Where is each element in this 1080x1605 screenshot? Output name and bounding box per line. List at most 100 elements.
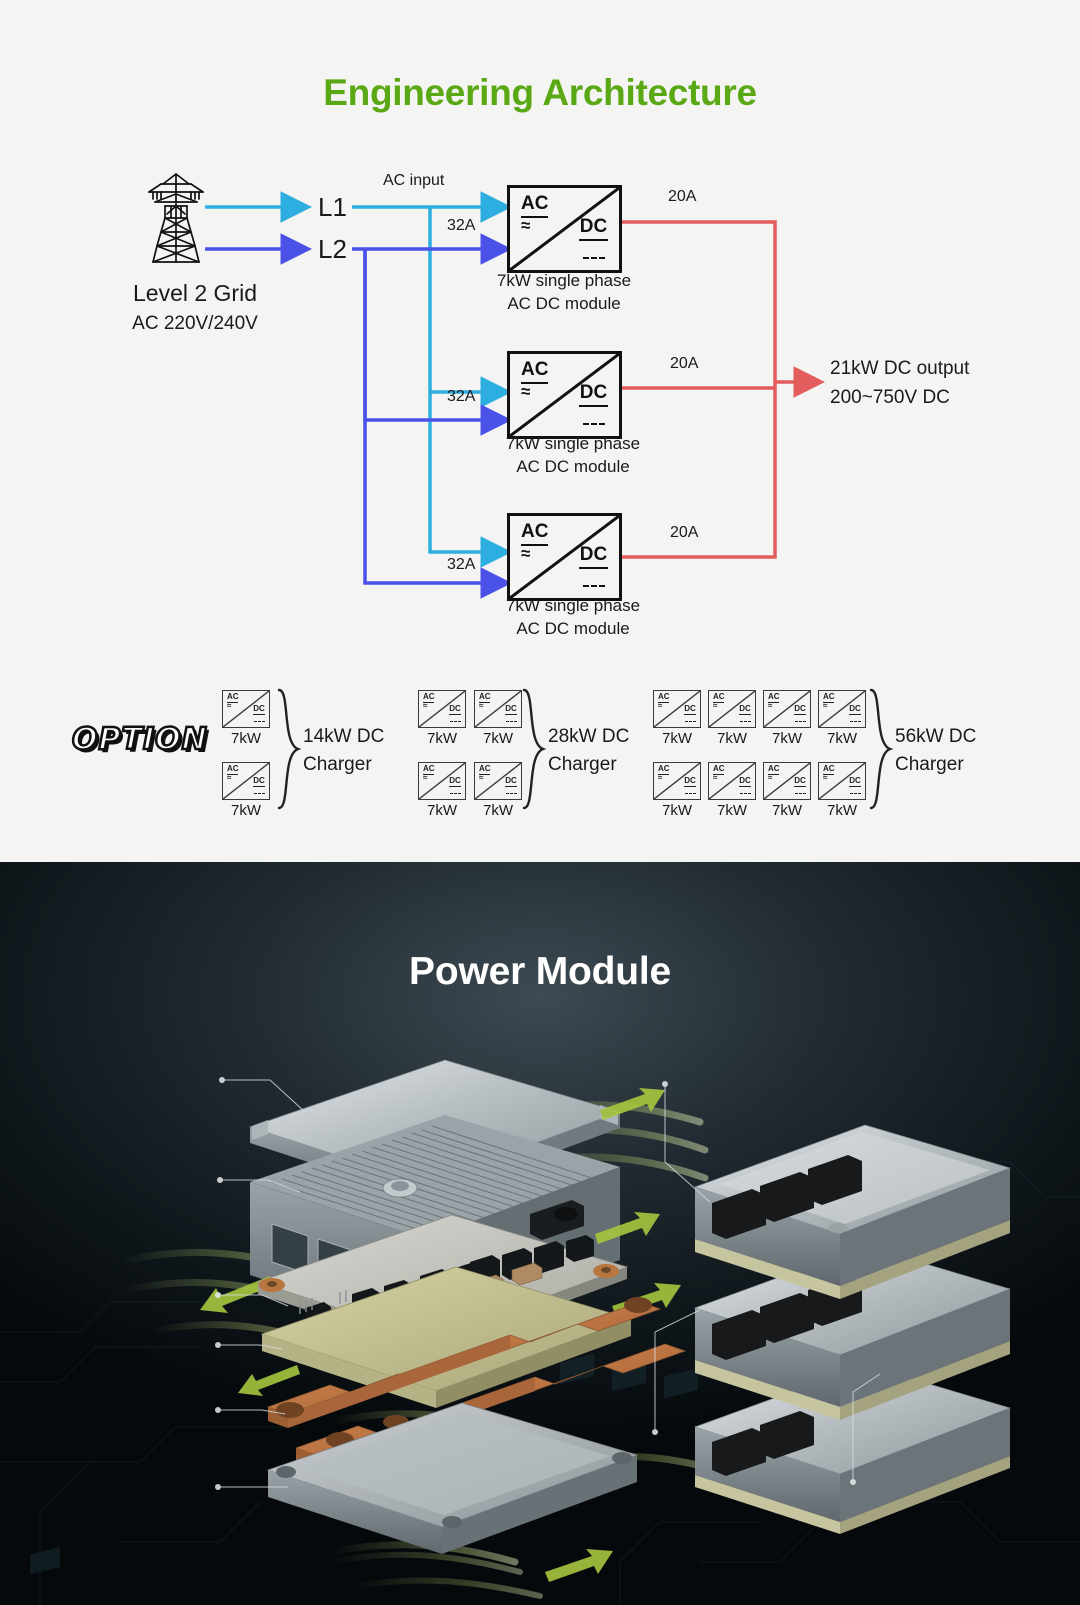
mini-module: AC≈ DC 7kW: [818, 762, 866, 819]
page-title: Engineering Architecture: [323, 72, 757, 113]
mini-module-label: 7kW: [231, 802, 261, 819]
mini-diagonal-line: [709, 763, 755, 799]
mini-module-label: 7kW: [662, 802, 692, 819]
mini-module-label: 7kW: [231, 730, 261, 747]
mini-acdc-box: AC≈ DC: [763, 762, 811, 800]
mini-acdc-box: AC≈ DC: [222, 762, 270, 800]
ac-input-label: AC input: [383, 172, 445, 189]
current-32a-label-2: 32A: [447, 388, 476, 405]
mini-acdc-box: AC≈ DC: [418, 690, 466, 728]
mini-module: AC≈ DC 7kW: [418, 690, 466, 747]
mini-module: AC≈ DC 7kW: [222, 762, 270, 819]
mini-module: AC≈ DC 7kW: [418, 762, 466, 819]
module-diagonal-line: [510, 188, 619, 270]
ac-symbol: AC≈: [521, 359, 549, 401]
module-caption-2: 7kW single phase AC DC module: [505, 434, 641, 476]
mini-ac-symbol: AC≈: [713, 692, 725, 710]
current-20a-label-2: 20A: [670, 355, 699, 372]
mini-module-label: 7kW: [662, 730, 692, 747]
mini-ac-symbol: AC≈: [823, 692, 835, 710]
module-diagonal-line: [510, 516, 619, 598]
option-label-14kw: 14kW DC Charger: [303, 726, 385, 775]
module-caption-1: 7kW single phase AC DC module: [496, 271, 632, 313]
mini-dc-symbol: DC: [739, 776, 751, 797]
mini-dc-symbol: DC: [253, 704, 265, 725]
architecture-diagram: Level 2 Grid AC 220V/240V L1 L2 AC input…: [132, 172, 970, 638]
transmission-tower-icon: [148, 173, 204, 263]
mini-dc-symbol: DC: [505, 704, 517, 725]
mini-diagonal-line: [223, 763, 269, 799]
mini-module: AC≈ DC 7kW: [653, 690, 701, 747]
mini-dc-symbol: DC: [794, 776, 806, 797]
brace-56kw: [869, 688, 894, 810]
current-32a-label-1: 32A: [447, 217, 476, 234]
dc-symbol: DC: [579, 545, 608, 591]
circuit-trace-background: [0, 1161, 1080, 1605]
power-module-title: Power Module: [409, 950, 671, 993]
mini-ac-symbol: AC≈: [658, 692, 670, 710]
mini-module: AC≈ DC 7kW: [222, 690, 270, 747]
mini-diagonal-line: [764, 691, 810, 727]
mini-dc-symbol: DC: [739, 704, 751, 725]
mini-ac-symbol: AC≈: [423, 692, 435, 710]
mini-dc-symbol: DC: [684, 704, 696, 725]
ac-symbol: AC≈: [521, 521, 549, 563]
mini-module-label: 7kW: [827, 802, 857, 819]
mini-ac-symbol: AC≈: [823, 764, 835, 782]
mini-dc-symbol: DC: [684, 776, 696, 797]
mini-acdc-box: AC≈ DC: [418, 762, 466, 800]
acdc-module-3: AC≈ DC: [507, 513, 622, 601]
mini-ac-symbol: AC≈: [768, 764, 780, 782]
mini-acdc-box: AC≈ DC: [474, 762, 522, 800]
mini-ac-symbol: AC≈: [658, 764, 670, 782]
acdc-module-2: AC≈ DC: [507, 351, 622, 439]
mini-acdc-box: AC≈ DC: [818, 690, 866, 728]
mini-acdc-box: AC≈ DC: [474, 690, 522, 728]
mini-diagonal-line: [475, 691, 521, 727]
mini-ac-symbol: AC≈: [423, 764, 435, 782]
mini-module-label: 7kW: [427, 802, 457, 819]
engineering-architecture-panel: Engineering Architecture: [0, 0, 1080, 862]
power-module-panel: Power Module: [0, 862, 1080, 1605]
mini-dc-symbol: DC: [849, 704, 861, 725]
power-module-render: [116, 1059, 1012, 1599]
brace-28kw: [522, 688, 547, 810]
mini-acdc-box: AC≈ DC: [708, 762, 756, 800]
mini-module-label: 7kW: [717, 802, 747, 819]
grid-name-label: Level 2 Grid: [132, 280, 257, 306]
mini-ac-symbol: AC≈: [479, 692, 491, 710]
mini-module: AC≈ DC 7kW: [763, 690, 811, 747]
mini-dc-symbol: DC: [253, 776, 265, 797]
mini-module-label: 7kW: [427, 730, 457, 747]
mini-module: AC≈ DC 7kW: [474, 690, 522, 747]
mini-diagonal-line: [419, 763, 465, 799]
mini-dc-symbol: DC: [794, 704, 806, 725]
mini-diagonal-line: [709, 691, 755, 727]
stacked-modules: [693, 1124, 1012, 1534]
phase-l2-label: L2: [318, 234, 347, 264]
mini-module-label: 7kW: [827, 730, 857, 747]
mini-diagonal-line: [654, 691, 700, 727]
mini-ac-symbol: AC≈: [479, 764, 491, 782]
option-badge: OPTION: [71, 721, 208, 759]
brace-14kw: [277, 688, 302, 810]
mini-ac-symbol: AC≈: [227, 764, 239, 782]
mini-module-label: 7kW: [483, 730, 513, 747]
mini-acdc-box: AC≈ DC: [708, 690, 756, 728]
mini-module: AC≈ DC 7kW: [653, 762, 701, 819]
mini-ac-symbol: AC≈: [768, 692, 780, 710]
mini-ac-symbol: AC≈: [227, 692, 239, 710]
mini-dc-symbol: DC: [849, 776, 861, 797]
mini-module: AC≈ DC 7kW: [708, 690, 756, 747]
dc-symbol: DC: [579, 217, 608, 263]
mini-module-label: 7kW: [717, 730, 747, 747]
mini-acdc-box: AC≈ DC: [653, 690, 701, 728]
module-caption-3: 7kW single phase AC DC module: [505, 596, 641, 638]
dc-output-text: 21kW DC output 200~750V DC: [830, 358, 970, 408]
mini-acdc-box: AC≈ DC: [763, 690, 811, 728]
mini-module-label: 7kW: [483, 802, 513, 819]
mini-acdc-box: AC≈ DC: [222, 690, 270, 728]
grid-voltage-label: AC 220V/240V: [132, 313, 258, 334]
mini-dc-symbol: DC: [449, 704, 461, 725]
mini-dc-symbol: DC: [505, 776, 517, 797]
